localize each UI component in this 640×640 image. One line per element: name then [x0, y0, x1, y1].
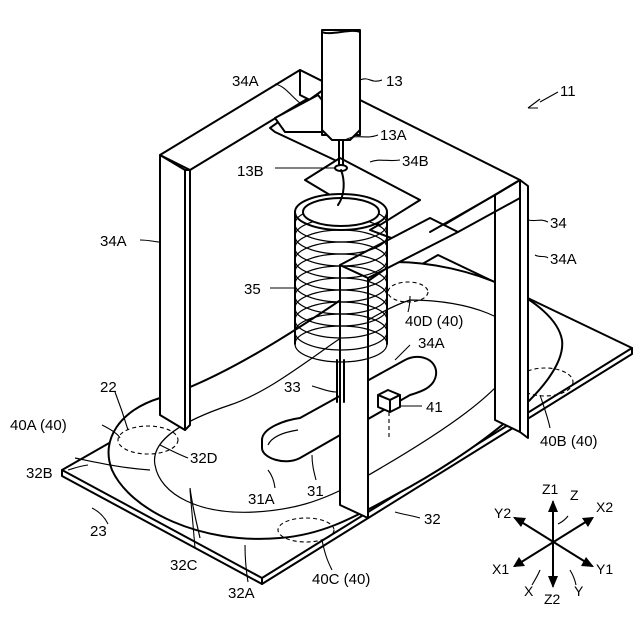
label-23: 23: [90, 523, 107, 540]
label-32D: 32D: [190, 450, 218, 467]
label-34A-top: 34A: [232, 73, 259, 90]
label-13: 13: [386, 73, 403, 90]
label-34A-inner: 34A: [418, 335, 445, 352]
axis-label-z1: Z1: [542, 481, 559, 497]
label-32: 32: [424, 511, 441, 528]
label-40D: 40D (40): [405, 313, 463, 330]
label-32B: 32B: [26, 465, 53, 482]
axis-label-x2: X2: [596, 499, 613, 515]
label-40C: 40C (40): [312, 571, 370, 588]
label-34A-left: 34A: [100, 233, 127, 250]
label-11: 11: [560, 83, 576, 100]
label-35: 35: [244, 281, 261, 298]
label-33: 33: [284, 379, 301, 396]
label-40B: 40B (40): [540, 433, 598, 450]
axis-indicator: [513, 500, 594, 588]
label-31A: 31A: [248, 491, 275, 508]
axis-label-y2: Y2: [494, 505, 511, 521]
axis-label-x1: X1: [492, 561, 509, 577]
axis-label-y: Y: [574, 583, 584, 599]
label-13B: 13B: [237, 163, 264, 180]
label-32A: 32A: [228, 585, 255, 602]
label-34A-right: 34A: [550, 251, 577, 268]
axis-label-y1: Y1: [596, 561, 613, 577]
label-32C: 32C: [170, 557, 198, 574]
label-22: 22: [100, 379, 117, 396]
label-34B: 34B: [402, 153, 429, 170]
axis-label-x: X: [524, 583, 534, 599]
axis-label-z2: Z2: [544, 591, 561, 607]
label-41: 41: [426, 399, 443, 416]
label-13A: 13A: [380, 127, 407, 144]
label-34: 34: [550, 215, 567, 232]
label-31: 31: [307, 483, 324, 500]
label-40A: 40A (40): [10, 417, 67, 434]
axis-label-z: Z: [570, 487, 579, 503]
